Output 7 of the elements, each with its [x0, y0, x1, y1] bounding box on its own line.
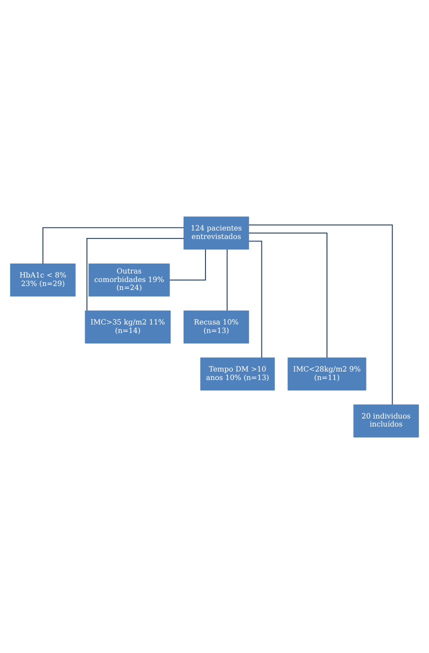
- connector: [169, 248, 206, 280]
- connector: [248, 240, 262, 358]
- connector: [226, 248, 228, 311]
- connector: [248, 232, 328, 358]
- connector: [86, 238, 184, 310]
- connector: [248, 224, 393, 405]
- connector: [42, 226, 184, 264]
